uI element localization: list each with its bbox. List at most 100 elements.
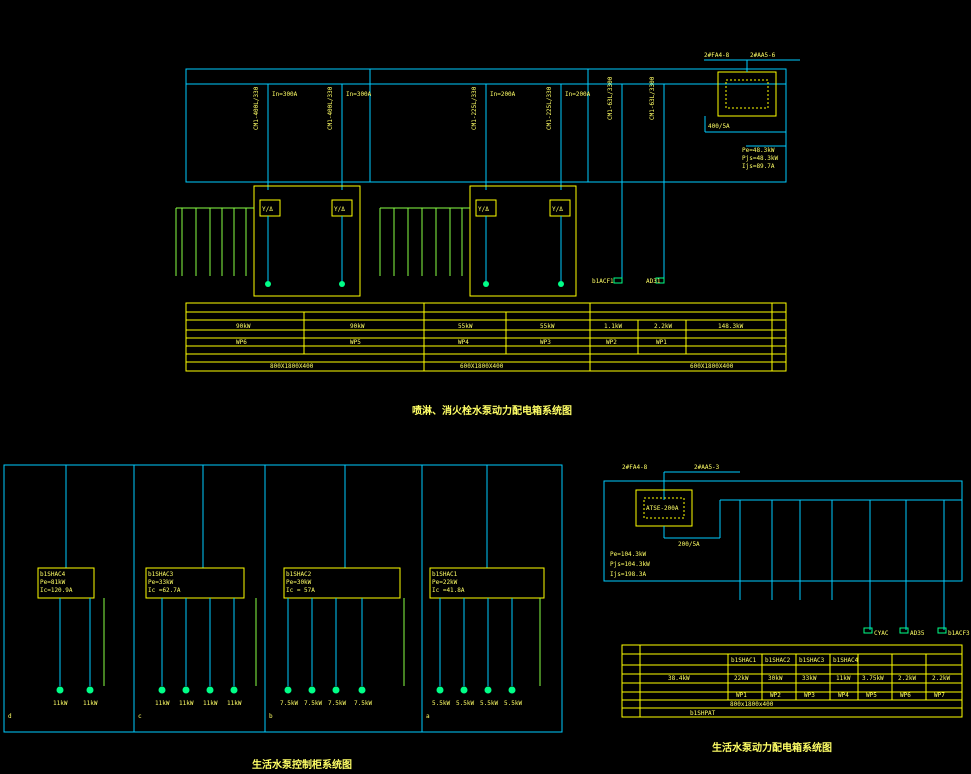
table-code: WP7 — [934, 692, 945, 699]
table-power: 11kW — [836, 675, 851, 682]
panel-name: b1SHPAT — [690, 710, 716, 717]
motor-rating: 11kW — [227, 700, 242, 707]
motor-rating: 5.5kW — [504, 700, 522, 707]
control-wire-bundle — [175, 207, 470, 276]
table-code: WP1 — [736, 692, 747, 699]
table-code: WP3 — [804, 692, 815, 699]
motor-rating: 11kW — [203, 700, 218, 707]
bus-label: 2#AA5-3 — [694, 464, 720, 471]
breaker-label: CM1-63L/3300 — [649, 76, 656, 120]
ats-inner — [643, 497, 685, 519]
breaker-rating: In=200A — [565, 91, 591, 98]
table-size: 800x1800x400 — [730, 701, 774, 708]
bottom-right-caption: 生活水泵动力配电箱系统图 — [712, 743, 832, 754]
bottom-left-caption: 生活水泵控制柜系统图 — [252, 760, 352, 771]
motor-nodes-top — [265, 281, 564, 287]
motor-rating: 5.5kW — [456, 700, 474, 707]
panel-id: b1SHAC2 — [286, 571, 312, 578]
feeder-tag: CYAC — [874, 630, 889, 637]
starter-boxes — [253, 185, 577, 297]
motor-rating: 11kW — [179, 700, 194, 707]
breaker-label: CM1-400L/330 — [327, 86, 334, 130]
panel-pe: Pe=22kW — [432, 579, 458, 586]
table-power: 33kW — [802, 675, 817, 682]
table-power: 2.2kW — [898, 675, 916, 682]
table-code: WP5 — [350, 339, 361, 346]
table-power: 55kW — [540, 323, 555, 330]
table-code: WP6 — [900, 692, 911, 699]
section-mark: c — [138, 713, 142, 720]
motor-drops — [59, 598, 513, 686]
table-code: WP2 — [606, 339, 617, 346]
motor-rating: 11kW — [83, 700, 98, 707]
motor-rating: 11kW — [155, 700, 170, 707]
panel-ic: Ic = 57A — [286, 587, 315, 594]
motor-rating: 7.5kW — [304, 700, 322, 707]
starter-label: Y/Δ — [334, 206, 345, 213]
table-power: 30kW — [768, 675, 783, 682]
bus-label: 2#FA4-8 — [704, 52, 730, 59]
feeder-terminal — [655, 277, 665, 284]
table-power: 3.75kW — [862, 675, 884, 682]
table-power: 148.3kW — [718, 323, 744, 330]
panel-id: b1SHAC4 — [40, 571, 66, 578]
breaker-label: CM1-225L/330 — [546, 86, 553, 130]
feeder-tag: b1ACF1 — [592, 278, 614, 285]
cabinet-feed-lines — [65, 465, 488, 568]
starter-label: Y/Δ — [552, 206, 563, 213]
table-header: b1SHAC1 — [731, 657, 757, 664]
breaker-rating: In=300A — [272, 91, 298, 98]
table-power: 90kW — [236, 323, 251, 330]
table-power: 55kW — [458, 323, 473, 330]
table-size: 600X1800X400 — [690, 363, 734, 370]
table-code: WP2 — [770, 692, 781, 699]
feeder-terminals — [863, 627, 947, 634]
panel-pe: Pe=30kW — [286, 579, 312, 586]
summary-line: Ijs=89.7A — [742, 163, 775, 170]
feeder-tag: AD31 — [646, 278, 661, 285]
summary-line: Pe=104.3kW — [610, 551, 647, 558]
breaker-rating: In=300A — [346, 91, 372, 98]
table-size: 800X1800X400 — [270, 363, 314, 370]
summary-line: Pe=48.3kW — [742, 147, 775, 154]
table-code: WP6 — [236, 339, 247, 346]
starter-label: Y/Δ — [478, 206, 489, 213]
starter-internals — [267, 216, 562, 282]
summary-line: Ijs=198.3A — [610, 571, 647, 578]
table-code: WP4 — [838, 692, 849, 699]
table-header: b1SHAC4 — [833, 657, 859, 664]
table-power: 2.2kW — [932, 675, 950, 682]
feeder-drops — [739, 500, 945, 630]
table-header: b1SHAC2 — [765, 657, 791, 664]
ats-inner — [725, 79, 769, 109]
motor-rating: 5.5kW — [480, 700, 498, 707]
table-power: 38.4kW — [668, 675, 690, 682]
ct-ratio: 400/5A — [708, 123, 730, 130]
control-cabinet-diagram — [3, 464, 563, 733]
ct-ratio: 200/5A — [678, 541, 700, 548]
breaker-label: CM1-225L/330 — [471, 86, 478, 130]
starter-label: Y/Δ — [262, 206, 273, 213]
bus-label: 2#FA4-8 — [622, 464, 648, 471]
table-header: b1SHAC3 — [799, 657, 825, 664]
top-diagram-caption: 喷淋、消火栓水泵动力配电箱系统图 — [412, 406, 572, 417]
panel-id: b1SHAC3 — [148, 571, 174, 578]
text-layer: 2#FA4-8 2#AA5-6 400/5A Pe=48.3kW Pjs=48.… — [8, 52, 970, 720]
table-code: WP5 — [866, 692, 877, 699]
panel-ic: Ic =41.8A — [432, 587, 465, 594]
top-schedule-table — [185, 302, 787, 372]
motor-nodes-bottom — [56, 686, 516, 694]
table-power: 90kW — [350, 323, 365, 330]
panel-id: b1SHAC1 — [432, 571, 458, 578]
motor-rating: 7.5kW — [328, 700, 346, 707]
right-schedule-table — [621, 644, 963, 718]
feeder-tag: b1ACF3 — [948, 630, 970, 637]
breaker-label: CM1-400L/330 — [253, 86, 260, 130]
motor-rating: 11kW — [53, 700, 68, 707]
table-power: 2.2kW — [654, 323, 672, 330]
section-mark: a — [426, 713, 430, 720]
table-power: 22kW — [734, 675, 749, 682]
power-distribution-box-diagram — [603, 471, 963, 718]
table-power: 1.1kW — [604, 323, 622, 330]
